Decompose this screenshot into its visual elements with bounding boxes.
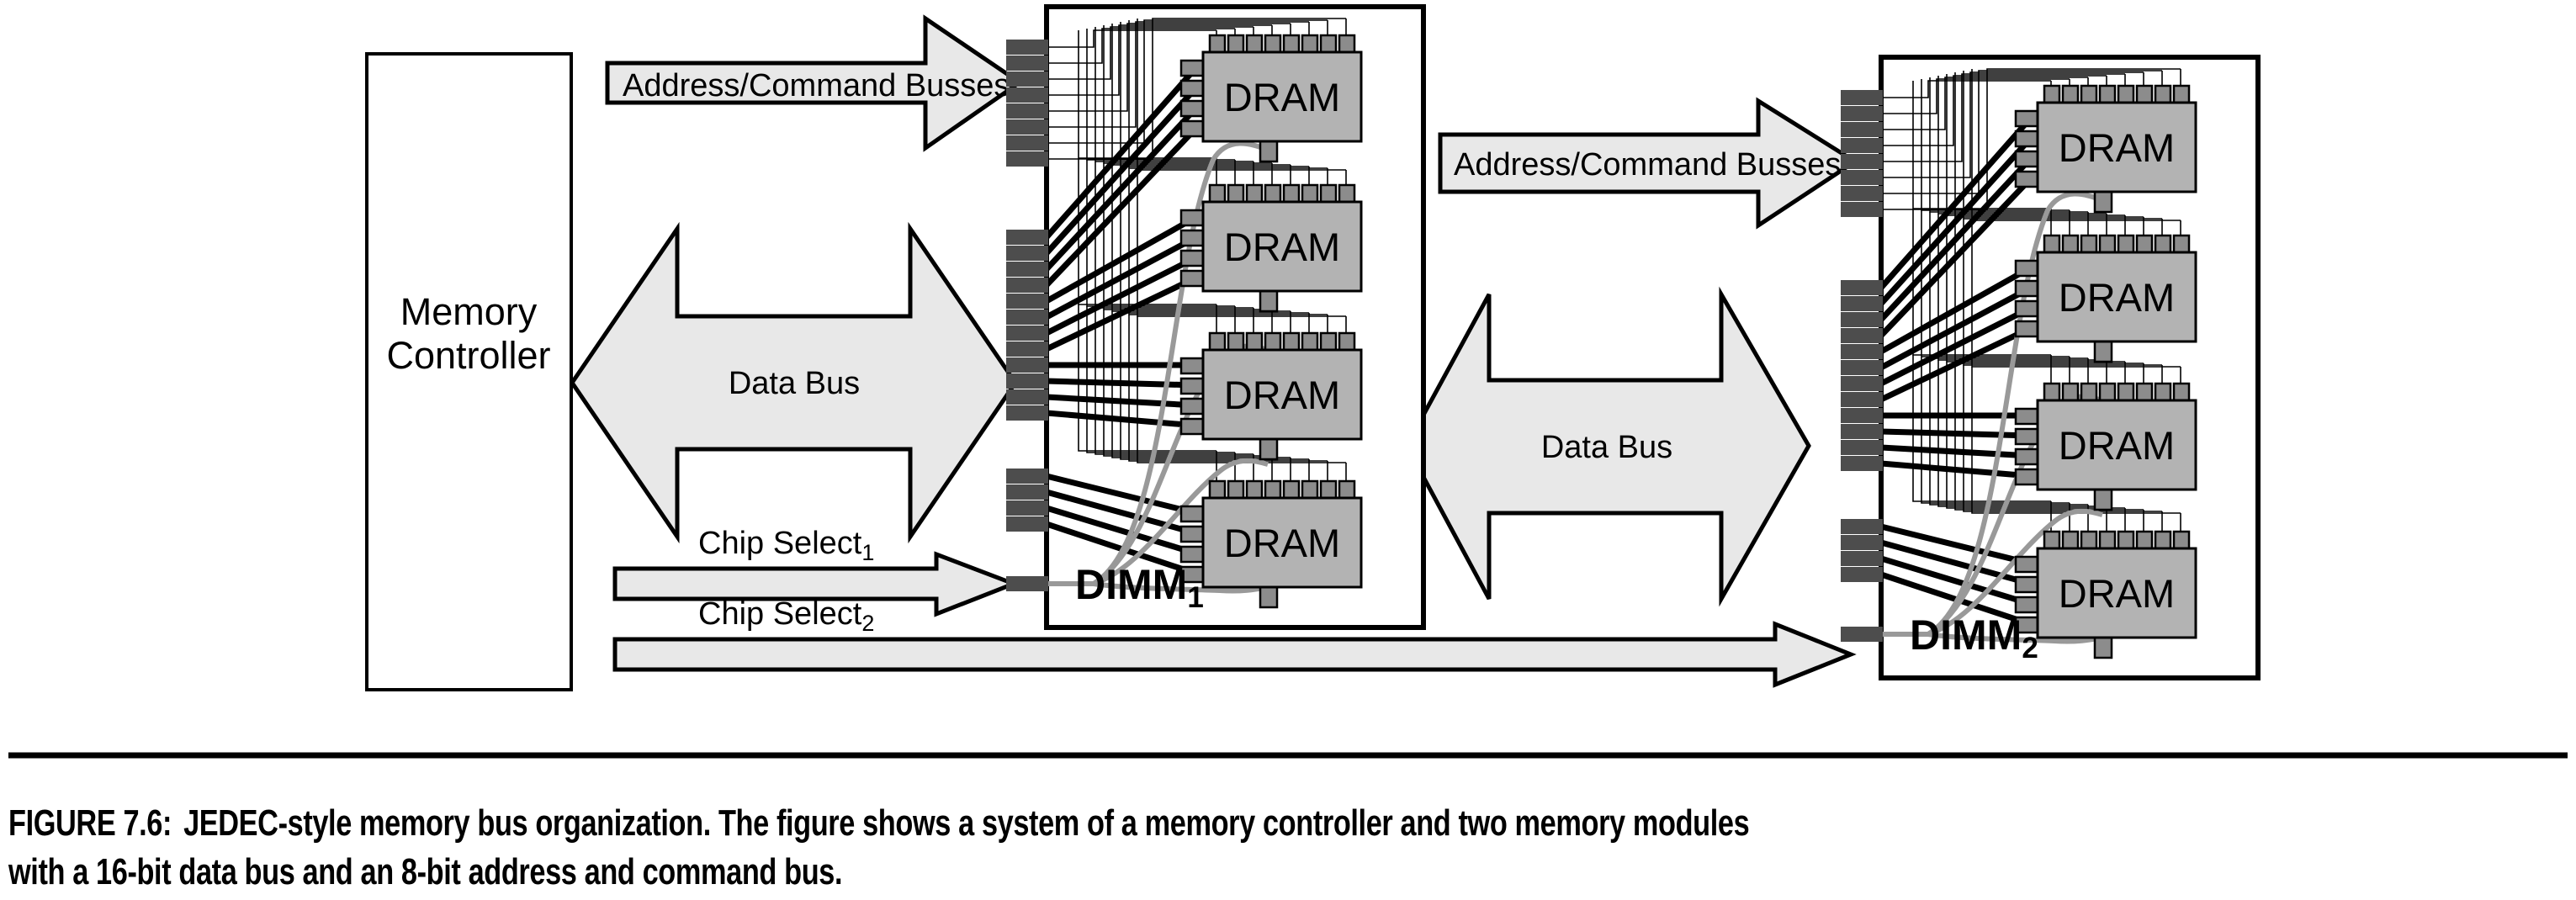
chip-select-2-label: Chip Select2: [698, 596, 874, 636]
dimm-2-label: DIMM2: [1910, 611, 2038, 664]
data-bus-arrow-1: Data Bus: [569, 221, 1019, 544]
dram-chip: DRAM: [1179, 479, 1363, 609]
address-command-bus-arrow-1: Address/Command Busses: [605, 14, 1024, 152]
dimm-1-edge-connector: [1006, 40, 1048, 591]
address-command-bus-arrow-2: Address/Command Busses: [1438, 97, 1859, 230]
chip-select-1-label-sub: 1: [861, 540, 874, 565]
dram-chip-label: DRAM: [2059, 571, 2175, 616]
dimm-module-2: DRAM DR: [1841, 55, 2261, 680]
figure-caption-text-1: JEDEC-style memory bus organization. The…: [183, 802, 1750, 844]
chip-select-1-label: Chip Select1: [698, 526, 874, 565]
controller-label-line1: Memory: [400, 290, 538, 333]
data-bus-arrow-2: Data Bus: [1404, 286, 1811, 607]
chip-select-2-label-sub: 2: [861, 611, 874, 636]
dram-chip-label: DRAM: [2059, 275, 2175, 320]
dimm-2-label-sub: 2: [2022, 632, 2038, 664]
dimm-1-label-sub: 1: [1187, 581, 1203, 614]
dimm-2-edge-connector: [1841, 90, 1883, 642]
dram-chip: DRAM: [1179, 34, 1363, 163]
figure-caption: FIGURE 7.6: JEDEC-style memory bus organi…: [8, 799, 2568, 897]
dram-chip-label: DRAM: [1224, 225, 1340, 269]
dimm-1-label: DIMM1: [1075, 561, 1204, 614]
dram-chip: DRAM: [1179, 183, 1363, 313]
dram-chip-label: DRAM: [1224, 75, 1340, 119]
dram-chip-label: DRAM: [1224, 373, 1340, 417]
chip-select-2-arrow: Chip Select2: [612, 596, 1857, 688]
dram-chip-label: DRAM: [2059, 423, 2175, 468]
chip-select-1-label-base: Chip Select: [698, 526, 862, 561]
memory-controller: Memory Controller: [365, 52, 573, 691]
dram-chip: DRAM: [2014, 530, 2197, 659]
dram-chip: DRAM: [2014, 84, 2197, 214]
figure-caption-line-1: FIGURE 7.6: JEDEC-style memory bus organi…: [8, 799, 2005, 848]
dimm-module-1: DRAM: [1006, 4, 1426, 630]
dram-chip-label: DRAM: [2059, 125, 2175, 170]
figure-number-label: FIGURE 7.6:: [8, 802, 172, 844]
chip-select-1-arrow: Chip Select1: [612, 526, 1020, 617]
controller-label-line2: Controller: [386, 334, 550, 377]
address-command-bus-label-2: Address/Command Busses: [1454, 147, 1841, 183]
data-bus-label-1: Data Bus: [729, 366, 860, 401]
address-command-bus-label-1: Address/Command Busses: [623, 68, 1010, 103]
data-traces-1: [1047, 65, 1199, 577]
dram-chip: DRAM: [1179, 331, 1363, 461]
dram-chip: DRAM: [2014, 234, 2197, 363]
data-traces-2: [1881, 115, 2033, 627]
dram-chip: DRAM: [2014, 382, 2197, 511]
data-bus-label-2: Data Bus: [1541, 430, 1672, 465]
dram-chip-label: DRAM: [1224, 521, 1340, 565]
dimm-1-label-base: DIMM: [1075, 561, 1187, 608]
chip-select-2-label-base: Chip Select: [698, 596, 862, 632]
figure-caption-line-2: with a 16-bit data bus and an 8-bit addr…: [8, 851, 843, 892]
dimm-2-label-base: DIMM: [1910, 611, 2022, 659]
